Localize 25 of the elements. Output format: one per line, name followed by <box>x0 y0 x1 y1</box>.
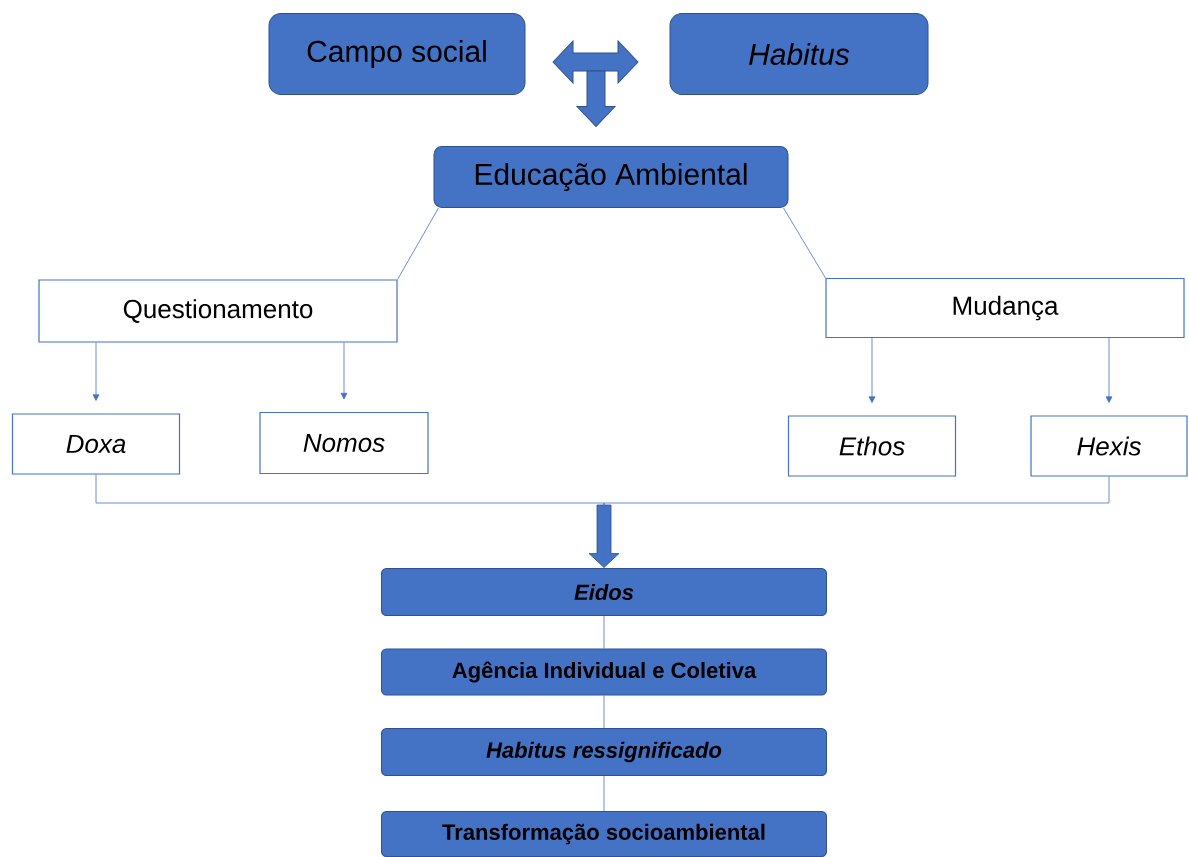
connector-line <box>603 695 605 729</box>
connector-line <box>783 207 826 279</box>
result-box: Eidos <box>381 568 827 616</box>
concept-box: Hexis <box>1030 415 1188 477</box>
concept-box: Questionamento <box>38 279 398 343</box>
arrow <box>1105 337 1113 403</box>
concept-box: Mudança <box>825 277 1185 339</box>
concept-box: Campo social <box>268 13 526 95</box>
block-arrow <box>576 70 616 127</box>
connector-line <box>603 615 605 649</box>
connector-line <box>397 207 439 280</box>
concept-box: Nomos <box>259 411 429 475</box>
result-box: Habitus ressignificado <box>381 728 827 776</box>
concept-box: Habitus <box>669 13 929 95</box>
connector-line <box>603 775 605 812</box>
double-arrow <box>552 40 639 84</box>
arrow <box>868 337 876 403</box>
result-box: Agência Individual e Coletiva <box>381 648 827 696</box>
concept-box: Doxa <box>11 413 181 475</box>
result-box: Transformação socioambiental <box>381 811 827 857</box>
concept-box: Educação Ambiental <box>433 146 789 208</box>
concept-box: Ethos <box>787 415 957 477</box>
merge-arrow <box>95 474 1110 568</box>
arrow <box>92 342 100 401</box>
arrow <box>340 342 348 400</box>
